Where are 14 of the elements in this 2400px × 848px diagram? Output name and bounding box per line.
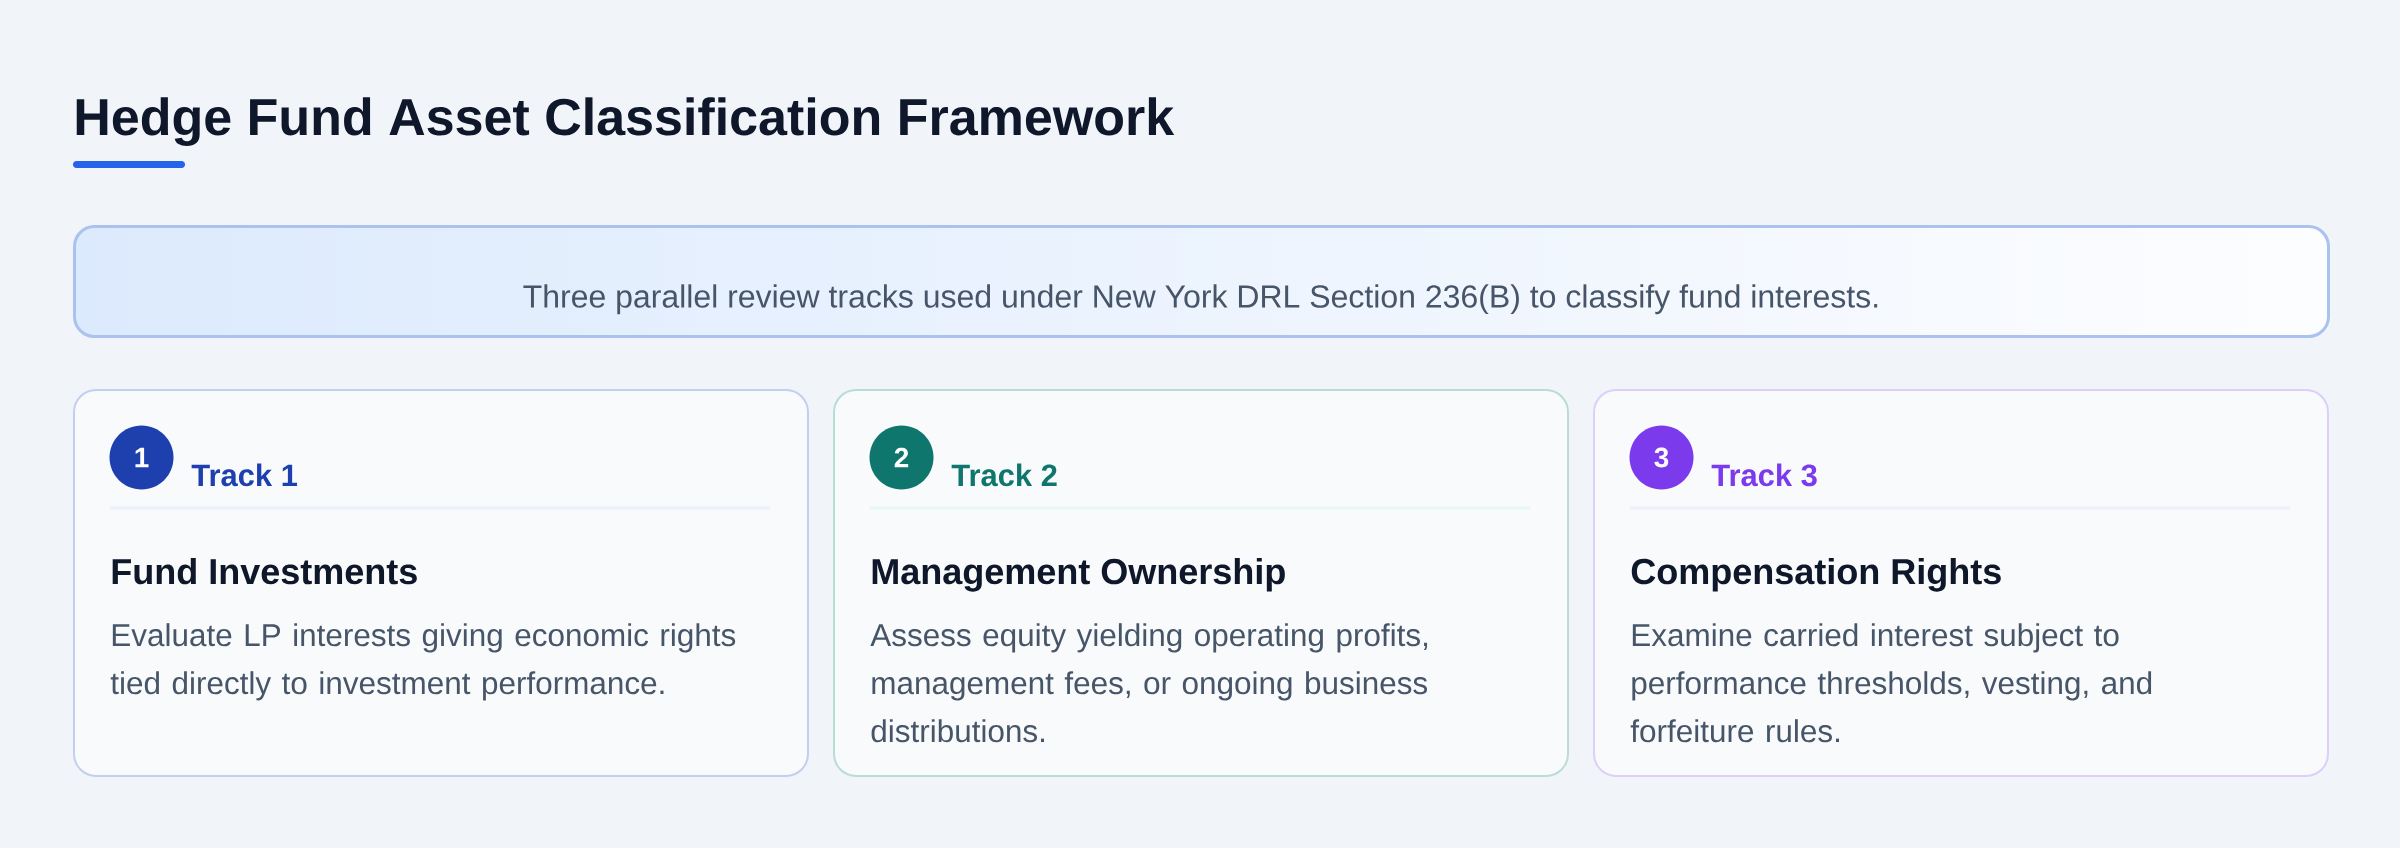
card-heading: Management Ownership	[872, 557, 1285, 592]
number-badge: 2	[869, 425, 934, 490]
card-heading: Fund Investments	[112, 557, 417, 585]
card-heading: Compensation Rights	[1631, 557, 2001, 592]
banner-box: Three parallel review tracks used under New York DRL Section 236(B) to classify fund interests.	[73, 225, 2330, 338]
track-label: Track 2	[951, 463, 1057, 487]
card-description: Assess equity yielding operating profits, management fees, or ongoing business distributions.	[870, 623, 1428, 743]
title: Hedge Fund Asset Classification Framework	[76, 97, 1175, 146]
card-description: Evaluate LP interests giving economic rights tied directly to investment performance.	[110, 623, 736, 701]
card-description: Examine carried interest subject to performance thresholds, vesting, and forfeiture rules.	[1630, 623, 2152, 743]
number-badge: 1	[109, 425, 174, 490]
track-label: Track 1	[191, 463, 297, 487]
track-label: Track 3	[1711, 463, 1817, 487]
number-badge: 3	[1629, 425, 1694, 490]
